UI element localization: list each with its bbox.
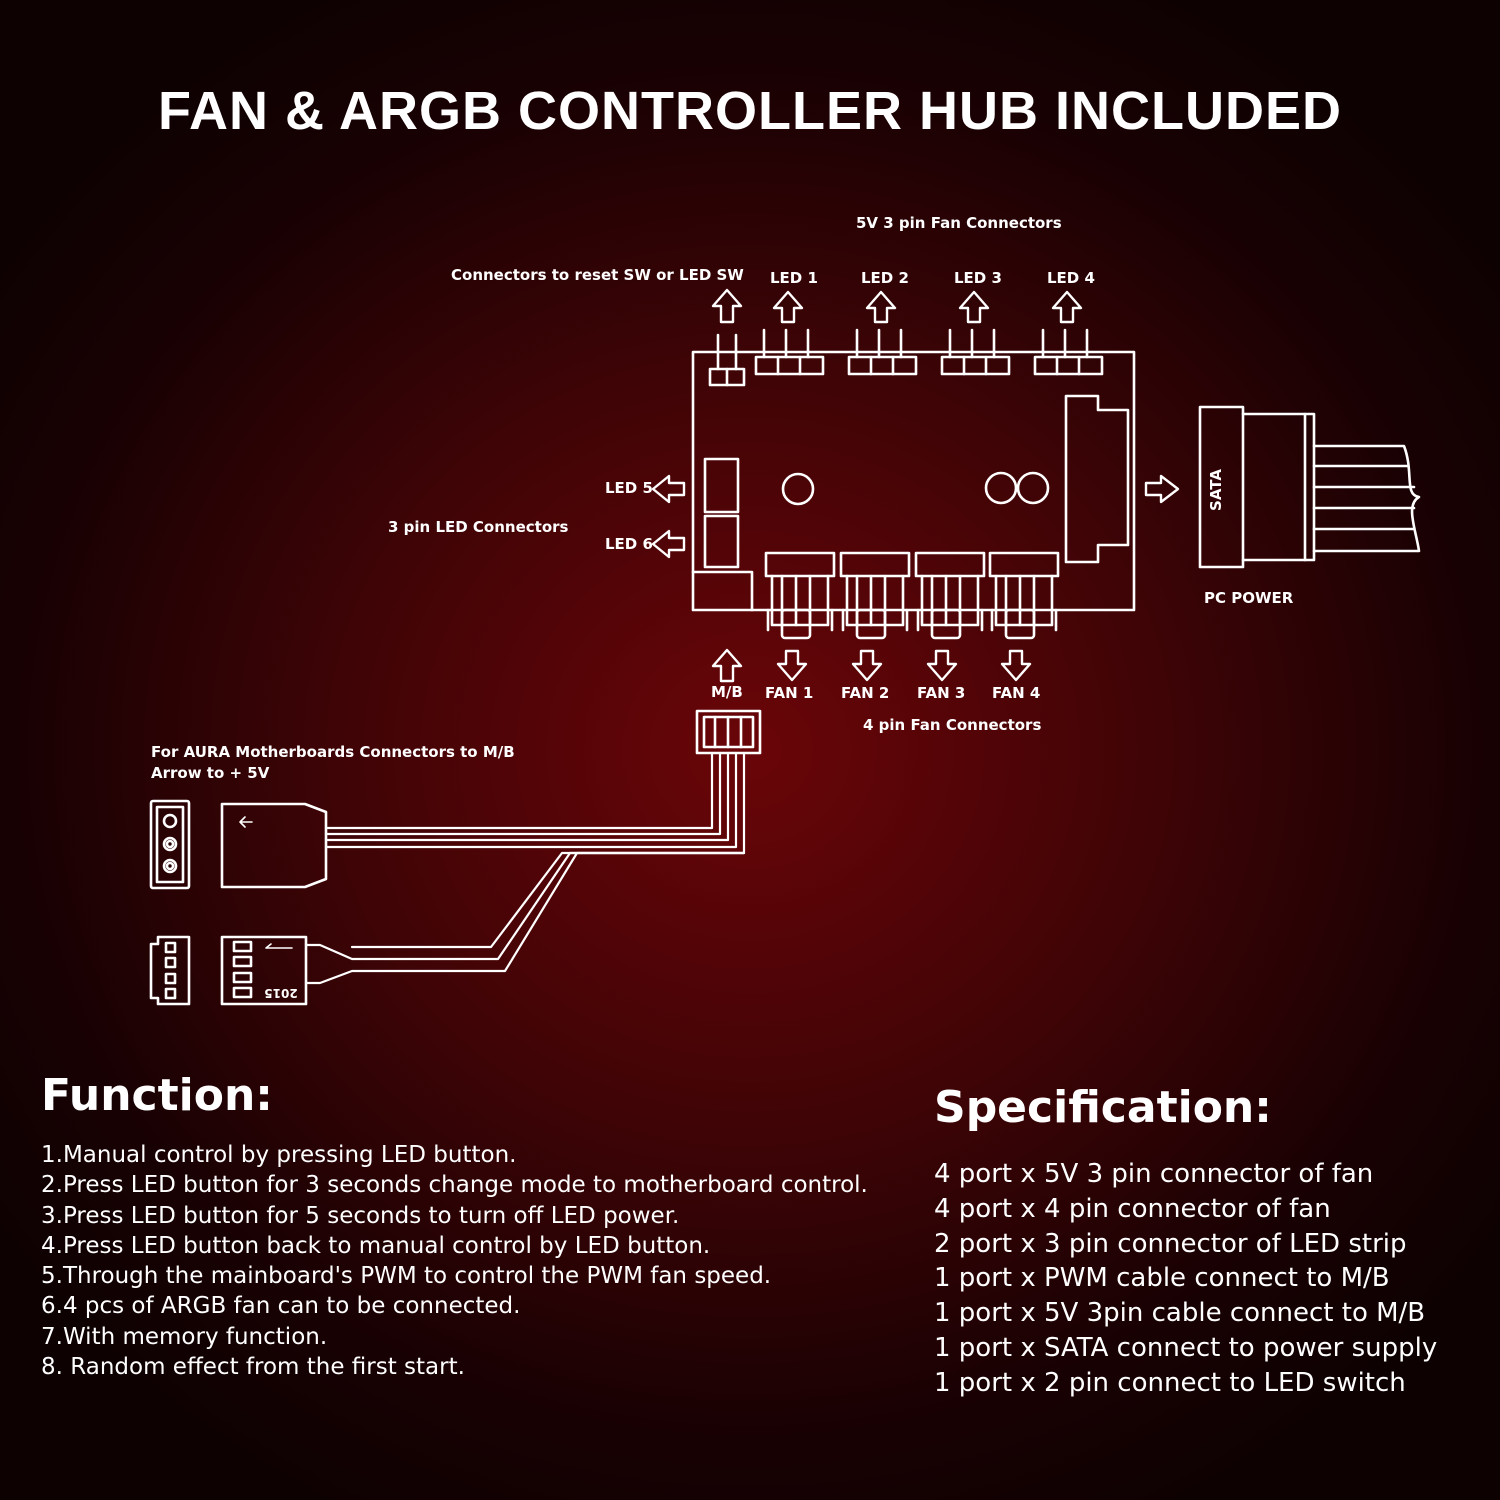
led1-label: LED 1 (770, 269, 818, 287)
sata-label: SATA (1207, 469, 1225, 511)
aura-label-line2: Arrow to + 5V (151, 764, 270, 782)
fan4-label: FAN 4 (992, 684, 1041, 702)
reset-sw-header (708, 333, 746, 387)
fan1-label: FAN 1 (765, 684, 814, 702)
fan2-label: FAN 2 (841, 684, 890, 702)
plug-marking: 2015 (264, 986, 297, 1000)
led-header-arrow-icon (958, 290, 990, 324)
fan-header-4 (988, 551, 1060, 682)
mb-label: M/B (711, 683, 743, 701)
spec-item: 1 port x SATA connect to power supply (934, 1332, 1438, 1363)
led5-label: LED 5 (605, 479, 653, 497)
led-header-2 (847, 290, 918, 376)
led-3pin-connectors-label: 3 pin LED Connectors (388, 518, 569, 536)
board-hole-right-a (984, 471, 1018, 505)
led6-connector (703, 514, 740, 569)
function-item: 2.Press LED button for 3 seconds change … (41, 1172, 868, 1199)
function-item: 8. Random effect from the first start. (41, 1354, 465, 1381)
reset-sw-label: Connectors to reset SW or LED SW (451, 266, 744, 284)
function-item: 1.Manual control by pressing LED button. (41, 1142, 517, 1168)
function-item: 4.Press LED button back to manual contro… (41, 1232, 711, 1259)
fan-3pin-connectors-label: 5V 3 pin Fan Connectors (856, 214, 1062, 232)
led-header-3 (940, 290, 1011, 376)
sata-plug (1198, 405, 1245, 569)
board-hole-right-b (1016, 471, 1050, 505)
led-header-arrow-icon (1051, 290, 1083, 324)
mb-arrow-icon (711, 648, 743, 683)
function-item: 6.4 pcs of ARGB fan can to be connected. (41, 1293, 521, 1320)
fan-header-3 (914, 551, 986, 682)
led-header-4 (1033, 290, 1104, 376)
function-item: 3.Press LED button for 5 seconds to turn… (41, 1202, 680, 1229)
led-header-arrow-icon (865, 290, 897, 324)
led3-label: LED 3 (954, 269, 1002, 287)
specification-list: 4 port x 5V 3 pin connector of fan 4 por… (934, 1157, 1437, 1401)
sata-arrow-icon (1144, 474, 1180, 504)
fan-header-arrow-icon (851, 649, 883, 682)
function-list: 1.Manual control by pressing LED button.… (41, 1140, 868, 1382)
led6-arrow-icon (651, 529, 686, 559)
sata-header (1064, 394, 1130, 564)
fan3-label: FAN 3 (917, 684, 966, 702)
board-hole-left (781, 472, 815, 506)
aura-label-line1: For AURA Motherboards Connectors to M/B (151, 743, 515, 761)
function-item: 7.With memory function. (41, 1323, 328, 1350)
spec-item: 4 port x 4 pin connector of fan (934, 1193, 1331, 1224)
led6-label: LED 6 (605, 535, 653, 553)
spec-item: 2 port x 3 pin connector of LED strip (934, 1228, 1407, 1259)
spec-item: 4 port x 5V 3 pin connector of fan (934, 1159, 1374, 1189)
led2-label: LED 2 (861, 269, 909, 287)
reset-sw-arrow-icon (711, 288, 743, 324)
led-header-1 (754, 290, 825, 376)
sata-plug-body (1241, 412, 1316, 562)
pc-power-label: PC POWER (1204, 589, 1294, 607)
spec-item: 1 port x 5V 3pin cable connect to M/B (934, 1298, 1426, 1329)
function-title: Function: (41, 1070, 273, 1121)
led5-connector (703, 457, 740, 514)
controller-board (691, 350, 1136, 612)
fan-4pin-connectors-label: 4 pin Fan Connectors (863, 716, 1042, 734)
aura-4pin-plug (149, 935, 308, 1006)
board-corner-block (691, 570, 754, 612)
sata-cable (1312, 444, 1421, 553)
fan-header-2 (839, 551, 911, 682)
fan-header-1 (764, 551, 836, 682)
fan-header-arrow-icon (926, 649, 958, 682)
led-header-arrow-icon (772, 290, 804, 324)
spec-item: 1 port x PWM cable connect to M/B (934, 1263, 1390, 1294)
argb-cable (304, 751, 746, 985)
mb-plug (695, 709, 762, 755)
page-title: FAN & ARGB CONTROLLER HUB INCLUDED (158, 81, 1342, 141)
aura-3pin-plug (149, 799, 328, 890)
spec-item: 1 port x 2 pin connect to LED switch (934, 1367, 1406, 1398)
fan-header-arrow-icon (776, 649, 808, 682)
specification-title: Specification: (934, 1082, 1272, 1133)
led5-arrow-icon (651, 474, 686, 504)
led4-label: LED 4 (1047, 269, 1095, 287)
fan-header-arrow-icon (1000, 649, 1032, 682)
function-item: 5.Through the mainboard's PWM to control… (41, 1263, 772, 1290)
